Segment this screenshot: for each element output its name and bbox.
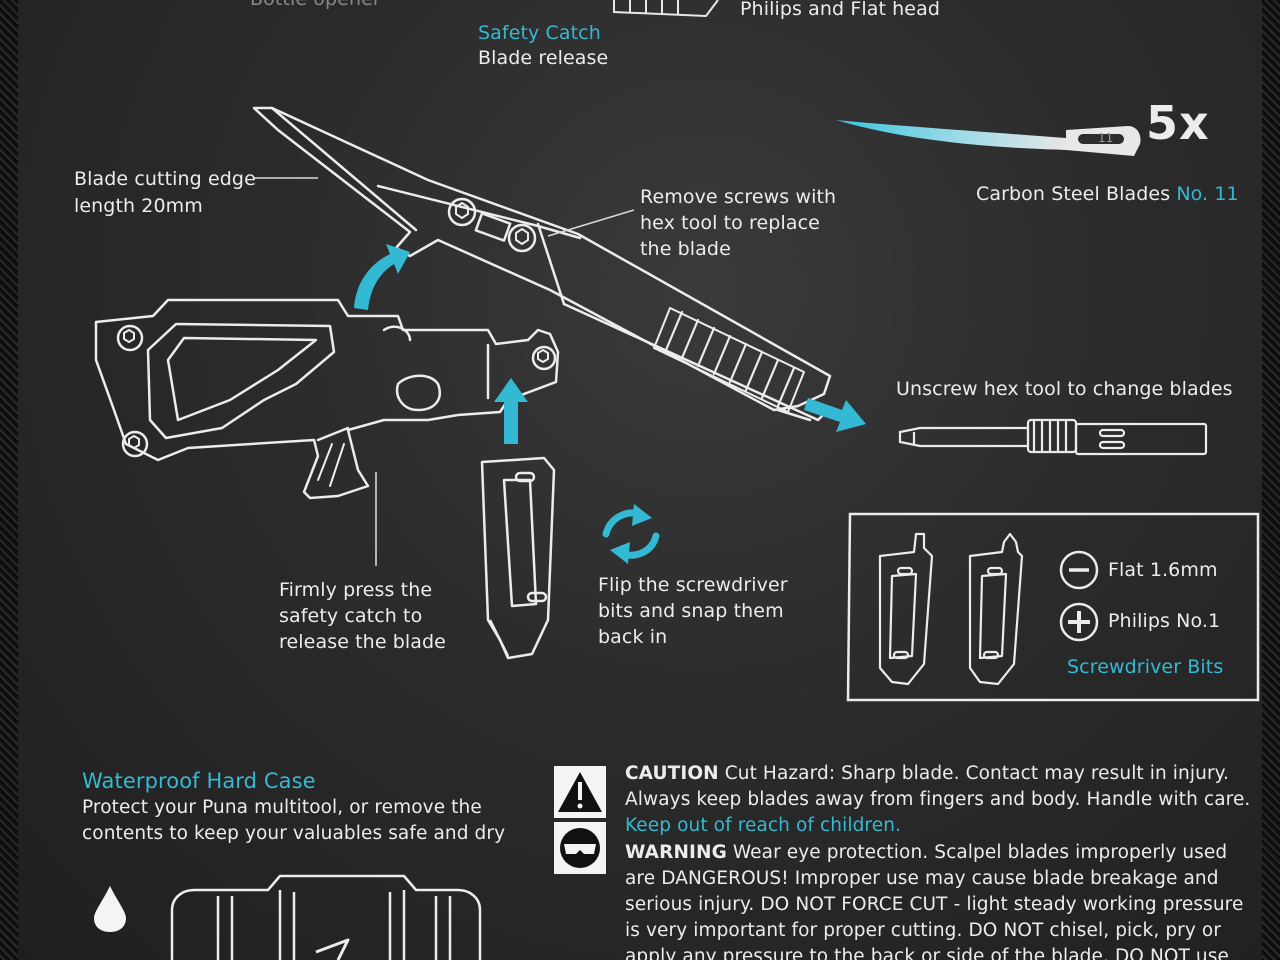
background-texture-right [1262, 0, 1280, 960]
caution-triangle-icon [554, 766, 606, 818]
remove-screws-line1: Remove screws with [640, 186, 837, 208]
flip-bits-line3: back in [598, 626, 668, 648]
remove-screws-line2: hex tool to replace [640, 212, 820, 234]
safety-catch-label: Safety Catch [478, 22, 601, 44]
philips-icon [1059, 602, 1099, 642]
blade-release-label: Blade release [478, 47, 609, 69]
background-texture-left [0, 0, 18, 960]
cutting-edge-line2: length 20mm [74, 195, 203, 217]
leader-lines [254, 177, 635, 566]
warning-line3: serious injury. DO NOT FORCE CUT - light… [625, 894, 1244, 915]
blade-count: 5x [1146, 96, 1210, 150]
screwdriver-bits-title: Screwdriver Bits [1067, 656, 1224, 678]
hard-case-line1: Protect your Puna multitool, or remove t… [82, 797, 482, 818]
flat-bit-label: Flat 1.6mm [1108, 559, 1218, 581]
unscrew-hex-label: Unscrew hex tool to change blades [896, 378, 1233, 400]
hard-case-line2: contents to keep your valuables safe and… [82, 823, 506, 844]
instruction-card: 11 [18, 0, 1262, 960]
flip-arrowheads-icon [610, 504, 652, 564]
caution-text: Cut Hazard: Sharp blade. Contact may res… [724, 763, 1230, 784]
screwdriver-bit-main [480, 456, 556, 660]
warning-line4: is very important for proper cutting. DO… [625, 920, 1222, 941]
eye-protection-icon [554, 822, 606, 874]
bit-flat-graphic [878, 532, 934, 686]
carbon-steel-label: Carbon Steel Blades No. 11 [976, 181, 1239, 207]
multitool-diagram: 11 [94, 0, 1260, 960]
flip-bits-line1: Flip the screwdriver [598, 574, 788, 596]
philips-flat-label: Philips and Flat head [740, 0, 940, 20]
hex-tool-graphic [898, 418, 1208, 456]
svg-text:11: 11 [1098, 131, 1113, 145]
bottle-opener-label: Bottle opener [250, 0, 381, 12]
blade-assembly [252, 106, 832, 422]
out-arrow-icon [804, 398, 866, 432]
cutting-edge-line1: Blade cutting edge [74, 168, 256, 190]
bit-icon-top [613, 0, 719, 18]
press-catch-line2: safety catch to [279, 605, 423, 627]
scalpel-blade-graphic: 11 [836, 120, 1141, 156]
warning-label: WARNING [625, 842, 727, 863]
children-warning: Keep out of reach of children. [625, 815, 902, 836]
blade-number: No. 11 [1176, 183, 1239, 205]
warning-line1: WARNING Wear eye protection. Scalpel bla… [625, 840, 1227, 866]
carbon-steel-text: Carbon Steel Blades [976, 183, 1171, 205]
bit-philips-graphic [968, 532, 1024, 686]
caution-label: CAUTION [625, 763, 719, 784]
press-catch-line1: Firmly press the [279, 579, 433, 601]
rotate-arrow-icon [354, 244, 410, 310]
warning-line2: are DANGEROUS! Improper use may cause bl… [625, 868, 1219, 889]
hard-case-title: Waterproof Hard Case [82, 769, 316, 793]
philips-bit-label: Philips No.1 [1108, 610, 1221, 632]
multitool-body [94, 298, 560, 500]
warning-line5: apply any pressure to the back or side o… [625, 946, 1229, 960]
press-catch-line3: release the blade [279, 631, 446, 653]
hard-case-graphic [170, 874, 482, 960]
bits-panel-frame [846, 512, 1260, 702]
flat-icon [1059, 550, 1099, 590]
caution-line2: Always keep blades away from fingers and… [625, 789, 1251, 810]
caution-line1: CAUTION Cut Hazard: Sharp blade. Contact… [625, 761, 1229, 787]
remove-screws-line3: the blade [640, 238, 731, 260]
flip-bits-line2: bits and snap them [598, 600, 784, 622]
water-drop-icon [94, 886, 126, 932]
up-arrow-icon [494, 378, 528, 444]
warning-text: Wear eye protection. Scalpel blades impr… [732, 842, 1228, 863]
